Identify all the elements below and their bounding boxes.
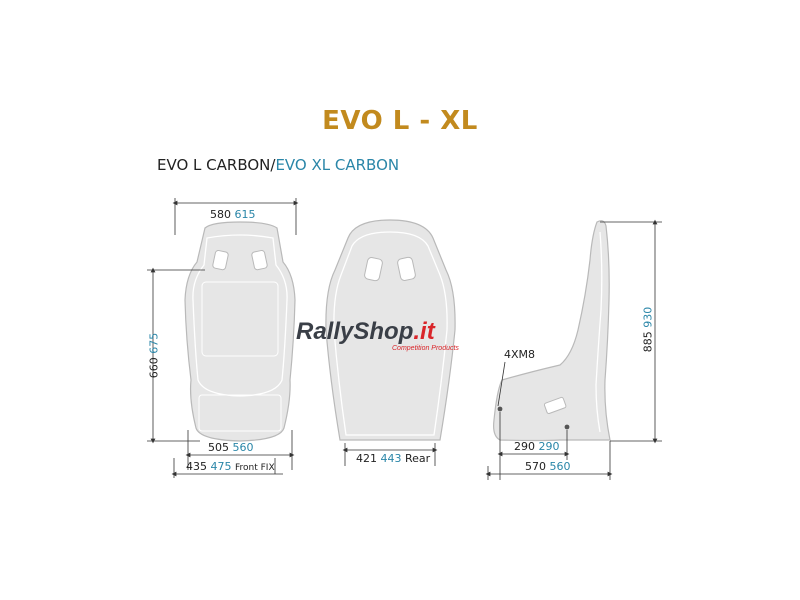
- front-harness-slot-right: [251, 250, 268, 271]
- logo-tagline: Competition Products: [392, 345, 459, 352]
- dim-rear-width-a: 421: [356, 452, 377, 465]
- rear-seat-seam: [333, 231, 448, 436]
- dim-side-height-b: 930: [641, 306, 655, 328]
- dim-front-height-b: 675: [147, 332, 161, 354]
- dim-front-top: 580 615: [210, 208, 256, 221]
- side-dimension-lines: [485, 219, 662, 480]
- title-text: EVO L - XL: [322, 106, 478, 136]
- dim-front-top-a: 580: [210, 208, 231, 221]
- front-harness-slot-left: [212, 250, 229, 271]
- dim-rear-width-suffix: Rear: [405, 452, 431, 465]
- rallyshop-logo: RallyShop.it: [296, 318, 435, 346]
- dim-front-fix: 435 475 Front FIX: [186, 460, 275, 473]
- dim-front-bottom: 505 560: [208, 441, 254, 454]
- subtitle-part-2: EVO XL CARBON: [275, 156, 400, 174]
- dim-side-height: 885 930: [642, 302, 655, 358]
- front-seat-outline: [184, 221, 296, 442]
- dim-side-base: 570 560: [525, 460, 571, 473]
- rear-dimension-lines: [342, 443, 438, 466]
- dim-front-top-b: 615: [234, 208, 256, 221]
- dim-front-bottom-a: 505: [208, 441, 229, 454]
- side-view-seat: [493, 220, 611, 442]
- dim-side-base-a: 570: [525, 460, 546, 473]
- dim-front-fix-suffix: Front FIX: [235, 463, 275, 473]
- rear-harness-slot-right: [397, 256, 416, 281]
- side-bolt-hole-2: [564, 424, 570, 430]
- front-view-seat: [184, 221, 296, 442]
- front-dimension-lines: [147, 198, 299, 478]
- dim-front-fix-a: 435: [186, 460, 207, 473]
- dim-side-inner-b: 290: [538, 440, 560, 453]
- dim-front-fix-b: 475: [210, 460, 232, 473]
- rear-harness-slot-left: [364, 257, 383, 282]
- side-seat-outline: [493, 220, 611, 442]
- logo-main-text: RallyShop: [296, 318, 414, 345]
- dim-front-bottom-b: 560: [232, 441, 254, 454]
- side-seat-seam: [595, 231, 603, 433]
- dim-side-bolt-text: 4XM8: [504, 348, 536, 361]
- rear-view-seat: [325, 219, 456, 441]
- dim-side-base-b: 560: [549, 460, 571, 473]
- dim-side-height-a: 885: [641, 331, 655, 353]
- dim-side-inner: 290 290: [514, 440, 560, 453]
- dim-rear-width-b: 443: [380, 452, 402, 465]
- side-bolt-hole-1: [497, 406, 503, 412]
- front-seat-cushion: [198, 394, 282, 432]
- dim-front-height: 660 675: [148, 330, 161, 382]
- front-seat-back-panel: [201, 281, 279, 357]
- side-slot: [543, 396, 567, 414]
- logo-tld-text: .it: [413, 318, 435, 345]
- subtitle: EVO L CARBON/EVO XL CARBON: [157, 156, 399, 174]
- dim-side-inner-a: 290: [514, 440, 535, 453]
- dim-front-height-a: 660: [147, 357, 161, 379]
- dim-side-bolt: 4XM8: [504, 348, 535, 361]
- front-seat-seam: [192, 234, 288, 397]
- subtitle-part-1: EVO L CARBON/: [157, 156, 276, 174]
- page-title: EVO L - XL: [0, 106, 800, 136]
- logo-tagline-text: Competition Products: [392, 345, 459, 352]
- rear-seat-outline: [325, 219, 456, 441]
- dim-rear-width: 421 443 Rear: [356, 452, 430, 465]
